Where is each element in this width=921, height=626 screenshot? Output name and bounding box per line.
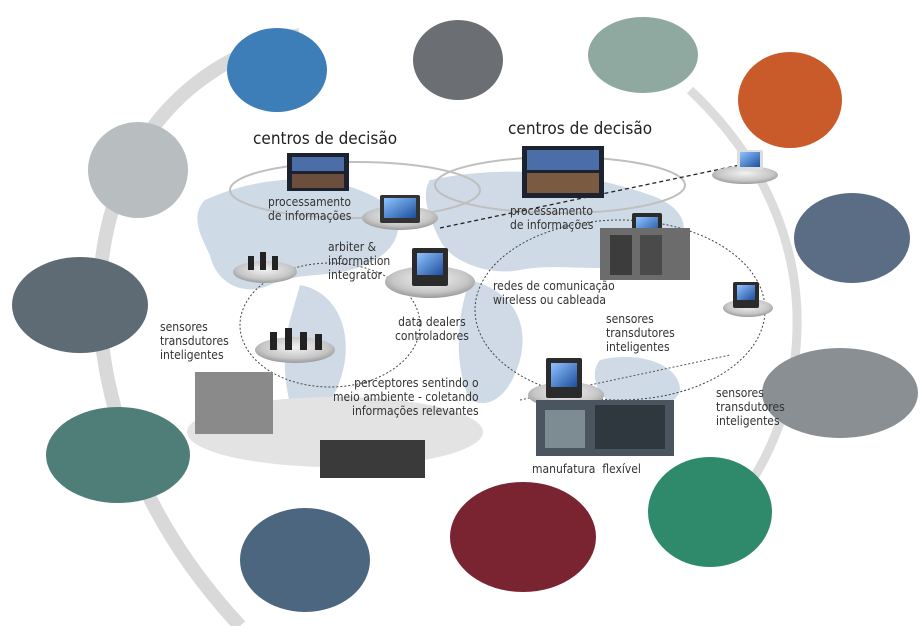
sensors-mid-label: sensores transdutores inteligentes — [606, 312, 675, 354]
sensors-left-line-1: sensores — [160, 320, 208, 334]
arbiter-line-2: information — [328, 254, 391, 268]
arbiter-line-1: arbiter & — [328, 240, 377, 254]
arbiter-line-3: integrator — [328, 268, 382, 282]
processing-left-label: processamento de informações — [268, 195, 351, 223]
platform-lower-sensors — [255, 328, 335, 363]
sensors-right-label: sensores transdutores inteligentes — [716, 386, 785, 428]
processing-right-line-1: processamento — [510, 204, 593, 218]
control-panel-photo — [12, 257, 148, 353]
platform-left-sensors — [233, 252, 297, 283]
platform-right-mid — [723, 282, 773, 317]
cleanroom-workers-photo — [46, 407, 190, 503]
world-map — [197, 171, 684, 430]
network-loop-left — [239, 262, 421, 388]
perceptors-label: perceptores sentindo o meio ambiente - c… — [333, 376, 479, 418]
perceptors-line-3: informações relevantes — [351, 404, 479, 418]
decision-center-left-label: centros de decisão — [253, 129, 398, 149]
server-racks-photo — [600, 228, 690, 280]
sensors-left-label: sensores transdutores inteligentes — [160, 320, 229, 362]
networks-label: redes de comunicação wireless ou cablead… — [493, 279, 615, 307]
arbiter-label: arbiter & information integrator — [328, 240, 390, 282]
steel-mill-photo — [450, 482, 596, 592]
flexible-manufacturing-label: manufatura flexível — [532, 462, 641, 476]
machines-photo — [195, 372, 425, 478]
connection-ring-top — [229, 161, 481, 219]
sensors-right-line-1: sensores — [716, 386, 764, 400]
sensors-left-line-2: transdutores — [160, 334, 229, 348]
processing-left-line-2: de informações — [268, 209, 352, 223]
networks-line-2: wireless ou cableada — [493, 293, 606, 307]
refinery-photo — [413, 20, 503, 100]
piping-plant-photo — [648, 457, 772, 567]
networks-line-1: redes de comunicação — [493, 279, 615, 293]
manufacturing-photo — [536, 400, 674, 456]
platform-top-right — [712, 150, 778, 184]
production-line-photo — [762, 348, 918, 438]
dotted-link — [439, 164, 741, 229]
decision-center-left-photo — [287, 153, 349, 191]
decision-center-right-photo — [522, 146, 604, 198]
waterfall-photo — [588, 17, 698, 93]
platform-arbiter — [362, 195, 438, 230]
power-lines-photo — [227, 28, 327, 112]
processing-right-line-2: de informações — [510, 218, 594, 232]
substation-photo — [240, 508, 370, 612]
sensors-right-line-3: inteligentes — [716, 414, 780, 428]
data-dealers-line-2: controladores — [395, 329, 469, 343]
data-dealers-line-1: data dealers — [398, 315, 466, 329]
sensors-right-line-2: transdutores — [716, 400, 785, 414]
sensors-mid-line-2: transdutores — [606, 326, 675, 340]
perceptors-line-1: perceptores sentindo o — [354, 376, 479, 390]
sensors-mid-line-3: inteligentes — [606, 340, 670, 354]
offshore-platform-photo — [738, 52, 842, 148]
lab-technician-photo — [88, 122, 188, 218]
processing-right-label: processamento de informações — [510, 204, 593, 232]
control-room-photo — [794, 193, 910, 283]
processing-left-line-1: processamento — [268, 195, 351, 209]
data-dealers-label: data dealers controladores — [395, 315, 469, 343]
platform-data-dealers — [385, 248, 475, 298]
perceptors-line-2: meio ambiente - coletando — [333, 390, 479, 404]
sensors-mid-line-1: sensores — [606, 312, 654, 326]
sensors-left-line-3: inteligentes — [160, 348, 224, 362]
decision-center-right-label: centros de decisão — [508, 119, 653, 139]
